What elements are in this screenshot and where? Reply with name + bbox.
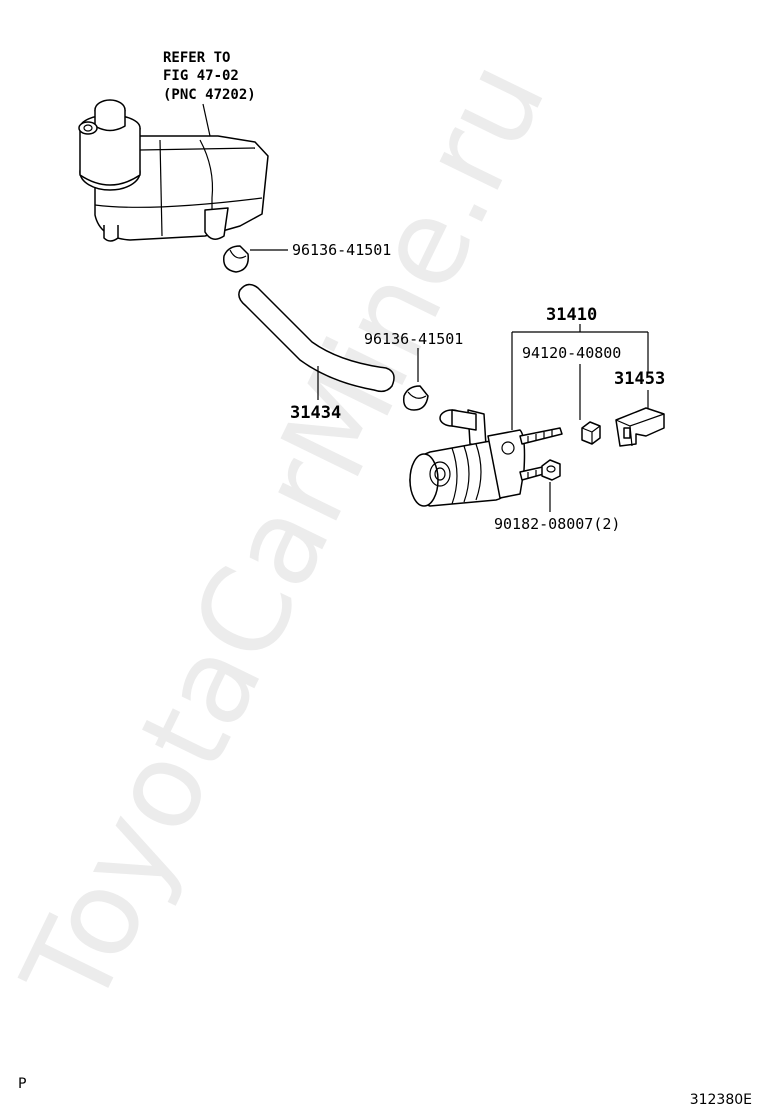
- clip-upper: [223, 245, 249, 273]
- nut: [581, 421, 601, 445]
- reference-line-1: REFER TO: [163, 50, 230, 66]
- flange-nut-label: 90182-08007(2): [494, 515, 620, 533]
- master-cylinder-label: 31410: [546, 305, 597, 325]
- bracket: [615, 407, 665, 447]
- reservoir-tank: [78, 99, 269, 242]
- flange-nut: [541, 459, 561, 481]
- bracket-label: 31453: [614, 369, 665, 389]
- clip-lower: [402, 385, 429, 411]
- reference-line-2: FIG 47-02: [163, 68, 239, 84]
- master-cylinder-bracket-line: [511, 324, 649, 430]
- reference-leader: [202, 103, 211, 137]
- nut-label: 94120-40800: [522, 344, 621, 362]
- diagram-id: 312380E: [689, 1092, 752, 1108]
- reference-line-3: (PNC 47202): [163, 87, 256, 103]
- hose-label: 31434: [290, 403, 341, 423]
- clip-upper-label: 96136-41501: [292, 241, 391, 259]
- reference-note: REFER TO FIG 47-02 (PNC 47202): [163, 50, 256, 103]
- clip-lower-label: 96136-41501: [364, 330, 463, 348]
- hose: [238, 283, 395, 393]
- watermark-text: ToyotaCarMine.ru: [0, 40, 572, 1028]
- footer-left-code: P: [18, 1076, 27, 1092]
- master-cylinder: [409, 409, 563, 507]
